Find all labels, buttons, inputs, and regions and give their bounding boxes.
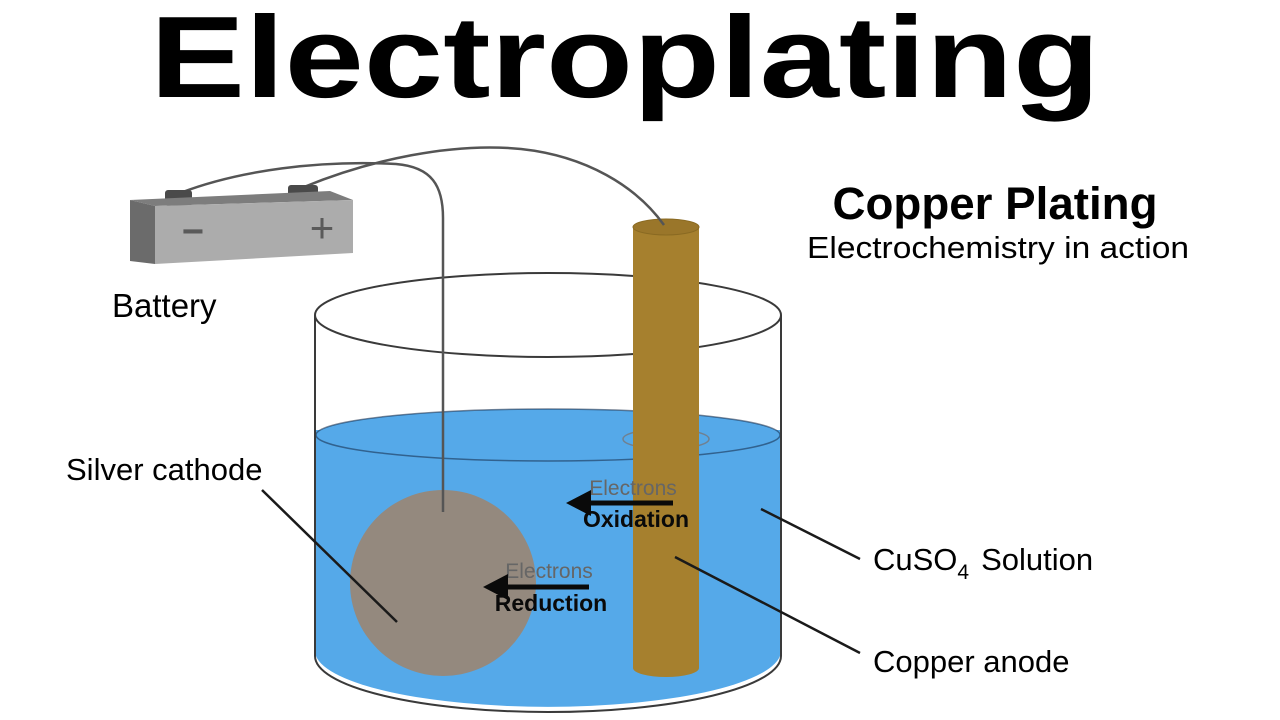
battery-front-face	[155, 200, 353, 264]
electrochemistry-subheading: Electrochemistry in action	[807, 230, 1189, 265]
reduction-arrow-head	[483, 574, 508, 600]
rod-shaft	[633, 227, 699, 668]
reduction-arrow-group: Electrons Reduction	[483, 560, 607, 616]
battery-minus-sign: −	[182, 211, 204, 253]
copper-plating-heading: Copper Plating	[833, 178, 1158, 229]
beaker-bottom-edge	[314, 655, 782, 713]
wire-positive-to-anode	[303, 146, 666, 226]
copper-anode-callout-line	[674, 555, 861, 655]
solution-surface	[315, 408, 781, 462]
silver-cathode-label: Silver cathode	[66, 452, 262, 487]
silver-cathode-disc	[350, 490, 536, 676]
rod-top-cap	[632, 218, 700, 236]
callout-lines	[261, 489, 861, 655]
oxidation-arrow-group: Electrons Oxidation	[566, 477, 689, 532]
solution-word: Solution	[981, 542, 1093, 577]
electrons-label-bottom: Electrons	[505, 560, 593, 583]
reduction-label: Reduction	[495, 590, 607, 616]
copper-anode-label: Copper anode	[873, 644, 1070, 679]
oxidation-label: Oxidation	[583, 506, 689, 532]
battery-side-face	[130, 200, 155, 264]
cuso4-subscript: 4	[957, 561, 969, 584]
electrons-label-top: Electrons	[589, 477, 677, 500]
page-title: Electroplating	[150, 0, 1100, 122]
cuso4-callout-line	[760, 507, 861, 561]
battery-top-face	[130, 191, 353, 206]
oxidation-arrow-head	[566, 490, 591, 516]
beaker-rim	[314, 272, 782, 358]
circuit-wires	[179, 146, 666, 512]
cuso4-formula: CuSO	[873, 542, 957, 577]
silver-cathode-callout-line	[261, 489, 398, 623]
copper-anode-rod	[622, 218, 710, 677]
battery-plus-sign: +	[310, 204, 335, 251]
wire-negative-to-cathode	[179, 161, 445, 512]
beaker-outline	[314, 272, 782, 713]
battery-label: Battery	[112, 287, 217, 324]
cuso4-solution-label: CuSO4 Solution	[873, 542, 1093, 584]
battery: − +	[130, 185, 353, 264]
